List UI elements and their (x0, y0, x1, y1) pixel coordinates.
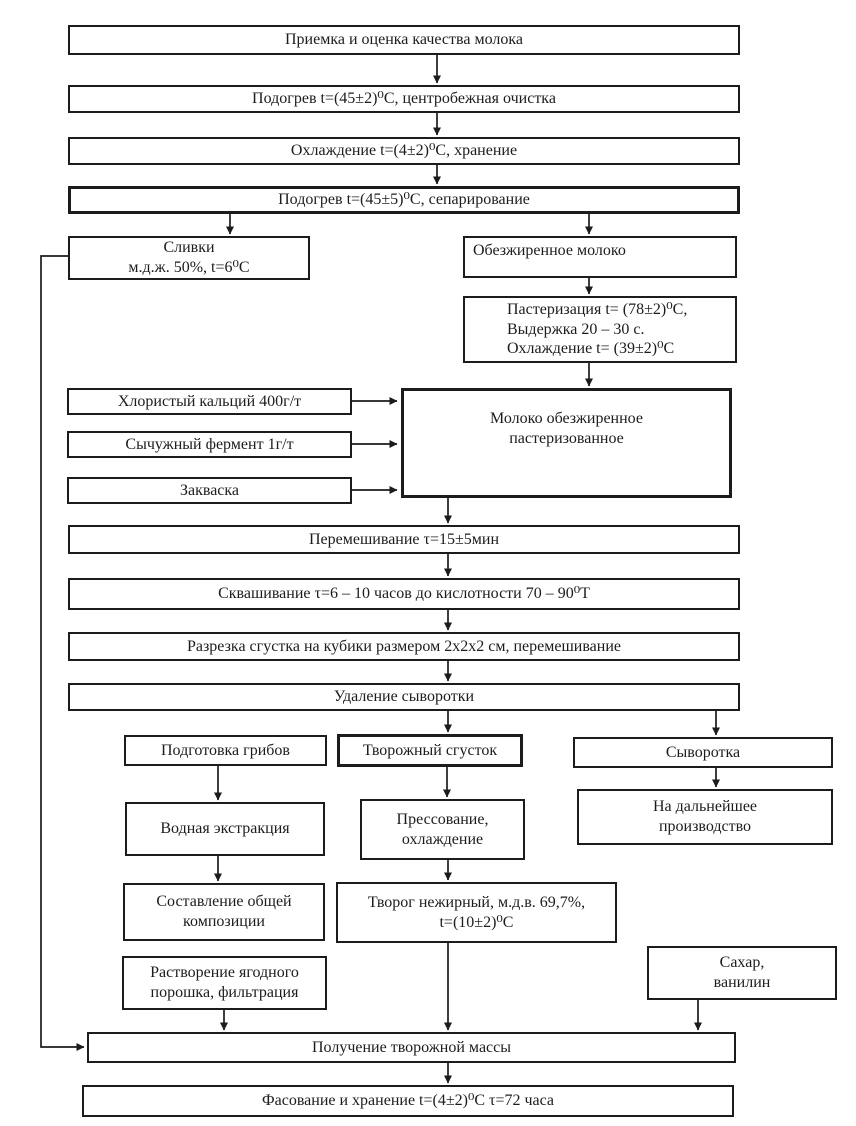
box-heat-clean: Подогрев t=(45±2)⁰С, центробежная очистк… (68, 85, 740, 113)
box-pasteurization: Пастеризация t= (78±2)⁰С, Выдержка 20 – … (463, 296, 737, 363)
box-intake: Приемка и оценка качества молока (68, 25, 740, 55)
box-whey: Сыворотка (573, 737, 833, 768)
box-curd-mass: Получение творожной массы (87, 1032, 736, 1063)
box-rennet: Сычужный фермент 1г/т (67, 431, 352, 458)
box-curd-clot: Творожный сгусток (337, 734, 523, 767)
box-packing: Фасование и хранение t=(4±2)⁰С τ=72 часа (82, 1085, 734, 1117)
box-pressing: Прессование, охлаждение (360, 799, 525, 860)
box-heat-separate: Подогрев t=(45±5)⁰С, сепарирование (68, 186, 740, 214)
box-starter: Закваска (67, 477, 352, 504)
box-sugar-vanilla: Сахар, ванилин (647, 946, 837, 1000)
box-mushroom-prep: Подготовка грибов (124, 735, 327, 766)
box-skim-milk: Обезжиренное молоко (463, 236, 737, 278)
box-composition: Составление общей композиции (123, 883, 325, 941)
box-cool-store: Охлаждение t=(4±2)⁰С, хранение (68, 137, 740, 165)
box-cutting: Разрезка сгустка на кубики размером 2х2х… (68, 632, 740, 661)
box-further-production: На дальнейшее производство (577, 789, 833, 845)
box-whey-removal: Удаление сыворотки (68, 683, 740, 711)
box-calcium-chloride: Хлористый кальций 400г/т (67, 388, 352, 415)
arrow-cream-return-to-curd-mass (40, 255, 85, 1051)
box-pasteurized-skim-milk: Молоко обезжиренное пастеризованное (401, 388, 732, 498)
box-skim-curd: Творог нежирный, м.д.в. 69,7%, t=(10±2)⁰… (336, 882, 617, 943)
box-mixing: Перемешивание τ=15±5мин (68, 525, 740, 554)
box-fermentation: Сквашивание τ=6 – 10 часов до кислотност… (68, 578, 740, 610)
box-berry-solution: Растворение ягодного порошка, фильтрация (122, 956, 327, 1010)
box-cream: Сливки м.д.ж. 50%, t=6⁰С (68, 236, 310, 280)
box-water-extraction: Водная экстракция (125, 802, 325, 856)
